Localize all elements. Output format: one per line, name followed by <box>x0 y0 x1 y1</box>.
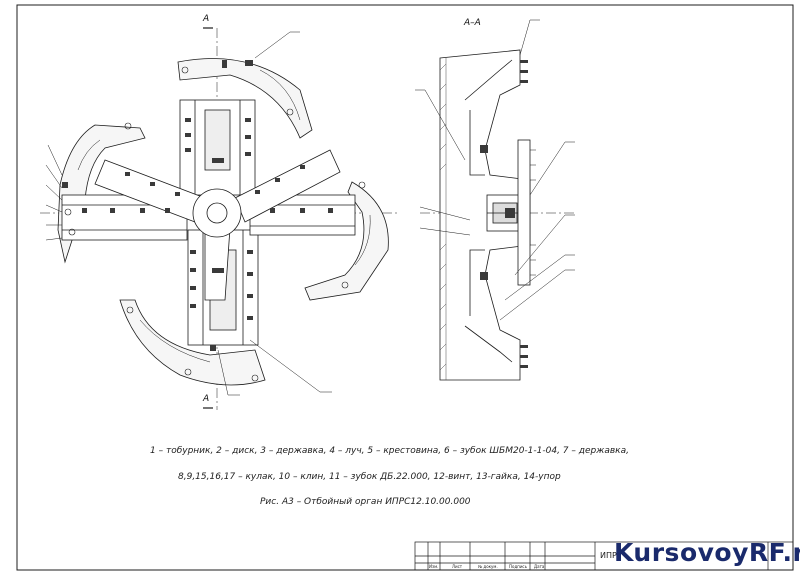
cut-letter-bottom: A <box>203 394 210 404</box>
sheet-frame <box>16 4 794 571</box>
title-cell-sheet: Лист <box>452 564 463 569</box>
title-block <box>414 541 794 571</box>
bolt-holes <box>64 66 366 382</box>
title-cell-change: Изм. <box>429 564 439 569</box>
title-cell-sign: Подпись <box>509 564 527 569</box>
hub-inner <box>206 202 228 224</box>
section-flange <box>517 139 531 286</box>
legend-line-1: 1 – тобурник, 2 – диск, 3 – державка, 4 … <box>150 446 629 456</box>
section-hatch <box>439 58 447 380</box>
cut-markers <box>203 27 213 409</box>
arc-segment-right <box>304 181 389 301</box>
cutter-teeth-front <box>62 60 333 351</box>
leader-lines-front <box>45 31 332 396</box>
watermark-main: KursovoyRF <box>614 538 783 567</box>
figure-caption: Рис. А3 – Отбойный орган ИПРС12.10.00.00… <box>260 497 471 507</box>
title-cell-docno: № докум. <box>478 564 498 569</box>
watermark-suffix: .ru <box>782 538 800 567</box>
section-label: A–A <box>464 18 481 28</box>
cut-letter-top: A <box>203 14 210 24</box>
leader-lines-section <box>415 19 575 321</box>
watermark-logo: KursovoyRF.ru <box>614 538 800 567</box>
arc-segment-bottom <box>119 299 266 386</box>
cutter-teeth-section <box>480 60 528 368</box>
title-cell-date: Дата <box>534 564 545 569</box>
section-view <box>415 19 575 381</box>
front-view <box>40 27 400 410</box>
arc-segment-top <box>177 58 313 139</box>
legend-line-2: 8,9,15,16,17 – кулак, 10 – клин, 11 – зу… <box>178 472 561 482</box>
ray-upper-right <box>234 149 341 223</box>
title-doc-prefix: ИПР <box>600 551 617 560</box>
